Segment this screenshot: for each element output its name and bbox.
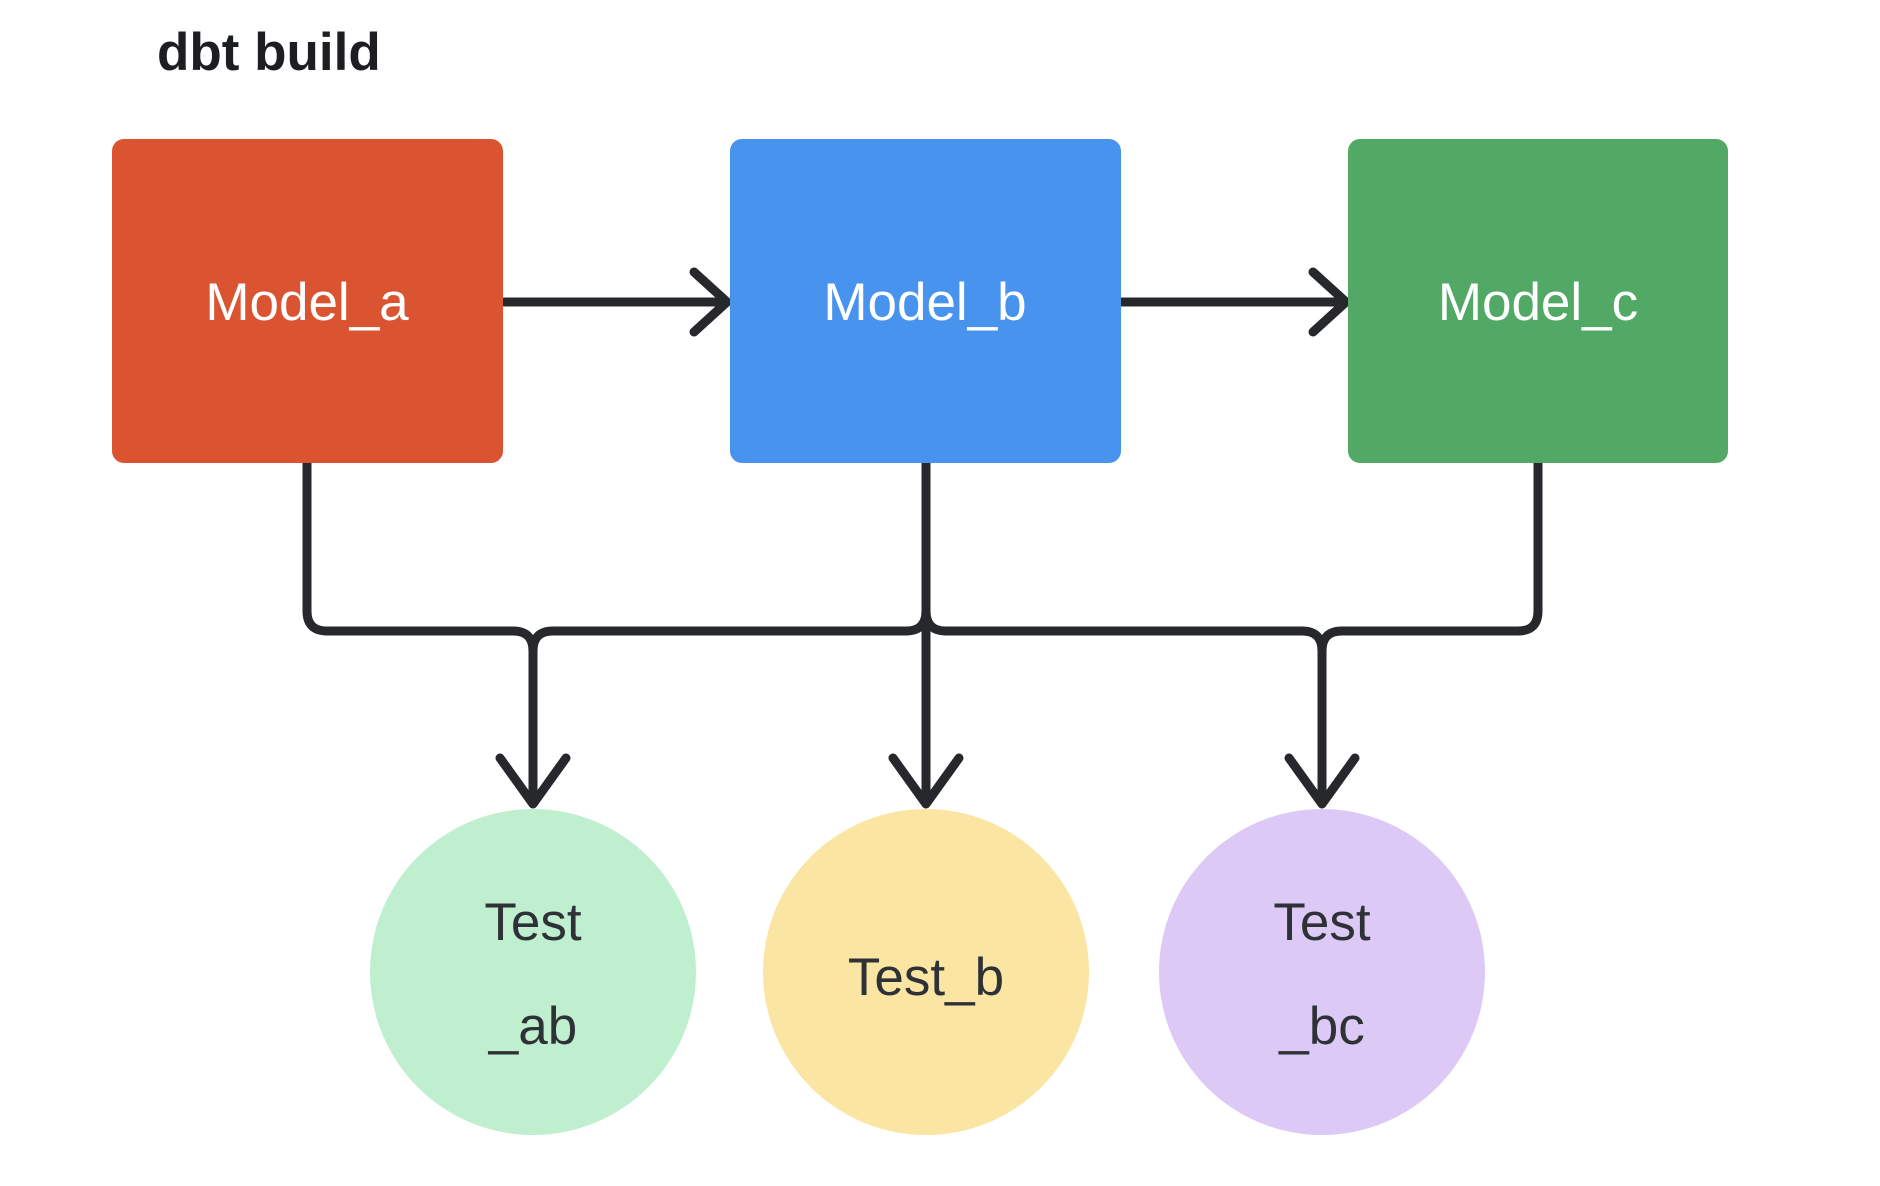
node-model-b-label: Model_b: [823, 273, 1026, 332]
node-model-c-label: Model_c: [1438, 273, 1638, 332]
node-model-b: Model_b: [730, 139, 1121, 463]
arrowhead-test-ab-icon: [495, 753, 571, 809]
node-model-c-shape: [1348, 139, 1728, 463]
edge-model-c-to-test-bc: [1317, 458, 1543, 800]
node-test-ab: Test _ab: [370, 809, 696, 1135]
node-test-bc-label-line2: _bc: [1278, 997, 1364, 1056]
node-test-ab-shape: [370, 809, 696, 1135]
node-test-ab-label-line1: Test: [484, 893, 581, 952]
node-model-b-shape: [730, 139, 1121, 463]
edge-model-b-to-test-bc: [921, 458, 1327, 800]
node-model-a-shape: [112, 139, 503, 463]
node-model-a-label: Model_a: [205, 273, 409, 332]
edge-model-b-to-test-ab: [528, 458, 931, 800]
diagram-title: dbt build: [157, 23, 381, 82]
node-test-bc: Test _bc: [1159, 809, 1485, 1135]
edge-model-a-to-test-ab: [302, 458, 538, 800]
node-test-ab-label-line2: _ab: [488, 997, 577, 1056]
node-test-b-label: Test_b: [848, 948, 1004, 1007]
node-test-bc-shape: [1159, 809, 1485, 1135]
arrowhead-model-c-icon: [1308, 267, 1351, 337]
node-test-b: Test_b: [763, 809, 1089, 1135]
arrowhead-model-b-icon: [689, 267, 732, 337]
node-test-b-shape: [763, 809, 1089, 1135]
arrowhead-test-bc-icon: [1284, 753, 1360, 809]
edge-group: [302, 267, 1543, 809]
arrowhead-test-b-icon: [888, 753, 964, 809]
node-model-a: Model_a: [112, 139, 503, 463]
node-test-bc-label-line1: Test: [1273, 893, 1370, 952]
node-model-c: Model_c: [1348, 139, 1728, 463]
